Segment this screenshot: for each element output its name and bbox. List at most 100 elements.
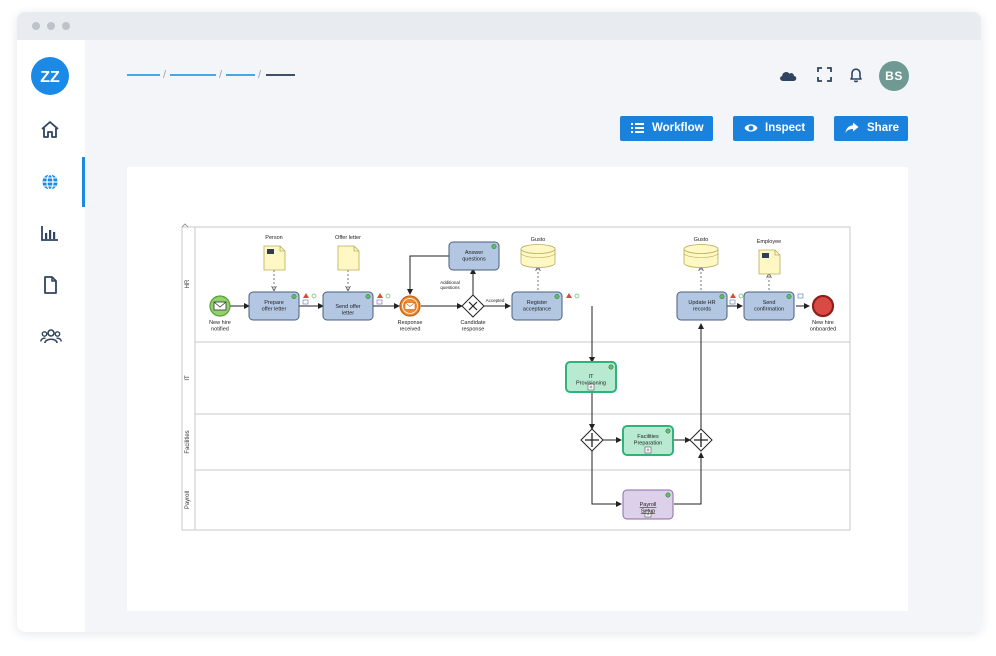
breadcrumb-item[interactable] [226,74,255,76]
sequence-flows [230,255,810,507]
logo-text: ZZ [40,69,60,86]
doc-marker-icon [729,299,736,305]
status-check-icon [786,294,792,299]
task-register-acceptance[interactable] [511,291,563,321]
document-icon [44,276,57,294]
avatar[interactable]: BS [879,61,909,91]
message-event[interactable] [399,295,421,317]
diagram-canvas[interactable]: HR IT Facilities Payroll [127,167,908,611]
info-icon [385,293,391,299]
status-check-icon [365,294,371,299]
data-object-label: Offer letter [335,235,361,241]
info-icon [738,293,744,299]
task-update-hr-records[interactable] [676,291,728,321]
sidebar: ZZ [17,40,85,632]
status-check-icon [665,428,671,434]
task-send-confirmation[interactable] [743,291,795,321]
envelope-icon [404,302,416,307]
app-window: ZZ [17,12,981,632]
envelope-icon [213,301,227,308]
cloud-icon[interactable] [778,68,798,82]
inspect-button[interactable]: Inspect [733,116,814,141]
data-store-gusto-1[interactable] [520,244,556,268]
bell-icon[interactable] [849,67,863,83]
flow-label-accepted: Accepted [486,298,505,303]
task-prepare-offer[interactable] [248,291,300,321]
data-object-label: Person [265,235,282,241]
data-store-gusto-2[interactable] [683,244,719,268]
task-marker-icons [302,293,804,305]
workflow-button[interactable]: Workflow [620,116,713,141]
status-check-icon [291,294,297,299]
subprocess-facilities-preparation[interactable] [622,425,674,456]
associations [274,267,769,290]
doc-marker-icon [302,299,309,305]
breadcrumb-item-current [266,74,295,76]
data-store-label: Gusto [694,237,709,243]
end-event[interactable] [811,294,835,318]
sidebar-item-analytics[interactable] [17,208,85,258]
person-card-icon [267,249,274,254]
data-object-person[interactable] [263,245,286,271]
task-send-offer[interactable] [322,291,374,321]
share-button-label: Share [867,122,899,134]
parallel-gateway-join[interactable] [689,428,713,452]
warning-icon [303,293,309,298]
parallel-gateway-split[interactable] [580,428,604,452]
list-icon [631,123,644,133]
doc-marker-icon [797,293,804,299]
breadcrumb-item[interactable] [127,74,160,76]
link-icon [181,223,189,228]
warning-icon [730,293,736,298]
eye-icon [744,124,758,132]
subprocess-it-provisioning[interactable] [565,361,617,393]
status-check-icon [554,294,560,299]
share-button[interactable]: Share [834,116,908,141]
doc-marker-icon [376,299,383,305]
workflow-button-label: Workflow [652,122,704,134]
lane-label-facilities: Facilities [185,430,191,453]
users-icon [40,329,62,344]
window-dot [62,22,70,30]
subprocess-payroll-setup[interactable] [622,489,674,520]
sidebar-item-home[interactable] [17,105,85,155]
status-check-icon [665,492,671,498]
window-dot [47,22,55,30]
data-store-label: Gusto [531,237,546,243]
data-object-label: Employee [757,239,781,245]
status-check-icon [719,294,725,299]
data-object-offer-letter[interactable] [337,245,360,271]
sidebar-item-users[interactable] [17,311,85,361]
fullscreen-icon[interactable] [817,67,832,82]
status-check-icon [491,244,497,249]
start-event[interactable] [209,295,231,317]
bpmn-diagram[interactable]: HR IT Facilities Payroll [127,167,908,611]
breadcrumb-item[interactable] [170,74,216,76]
home-icon [41,121,59,138]
sidebar-item-globe[interactable] [17,157,85,207]
sidebar-item-documents[interactable] [17,260,85,310]
task-answer-questions[interactable] [448,241,500,271]
window-titlebar [17,12,981,40]
chart-icon [41,226,58,241]
status-check-icon [608,364,614,370]
app-logo[interactable]: ZZ [31,57,69,95]
warning-icon [377,293,383,298]
lane-label-payroll: Payroll [185,491,191,509]
data-object-employee[interactable] [758,249,781,275]
gateway-candidate-response[interactable] [461,294,485,318]
lane-label-hr: HR [185,279,191,288]
share-arrow-icon [845,122,859,133]
breadcrumb-separator: / [258,69,262,81]
pool [181,223,851,531]
